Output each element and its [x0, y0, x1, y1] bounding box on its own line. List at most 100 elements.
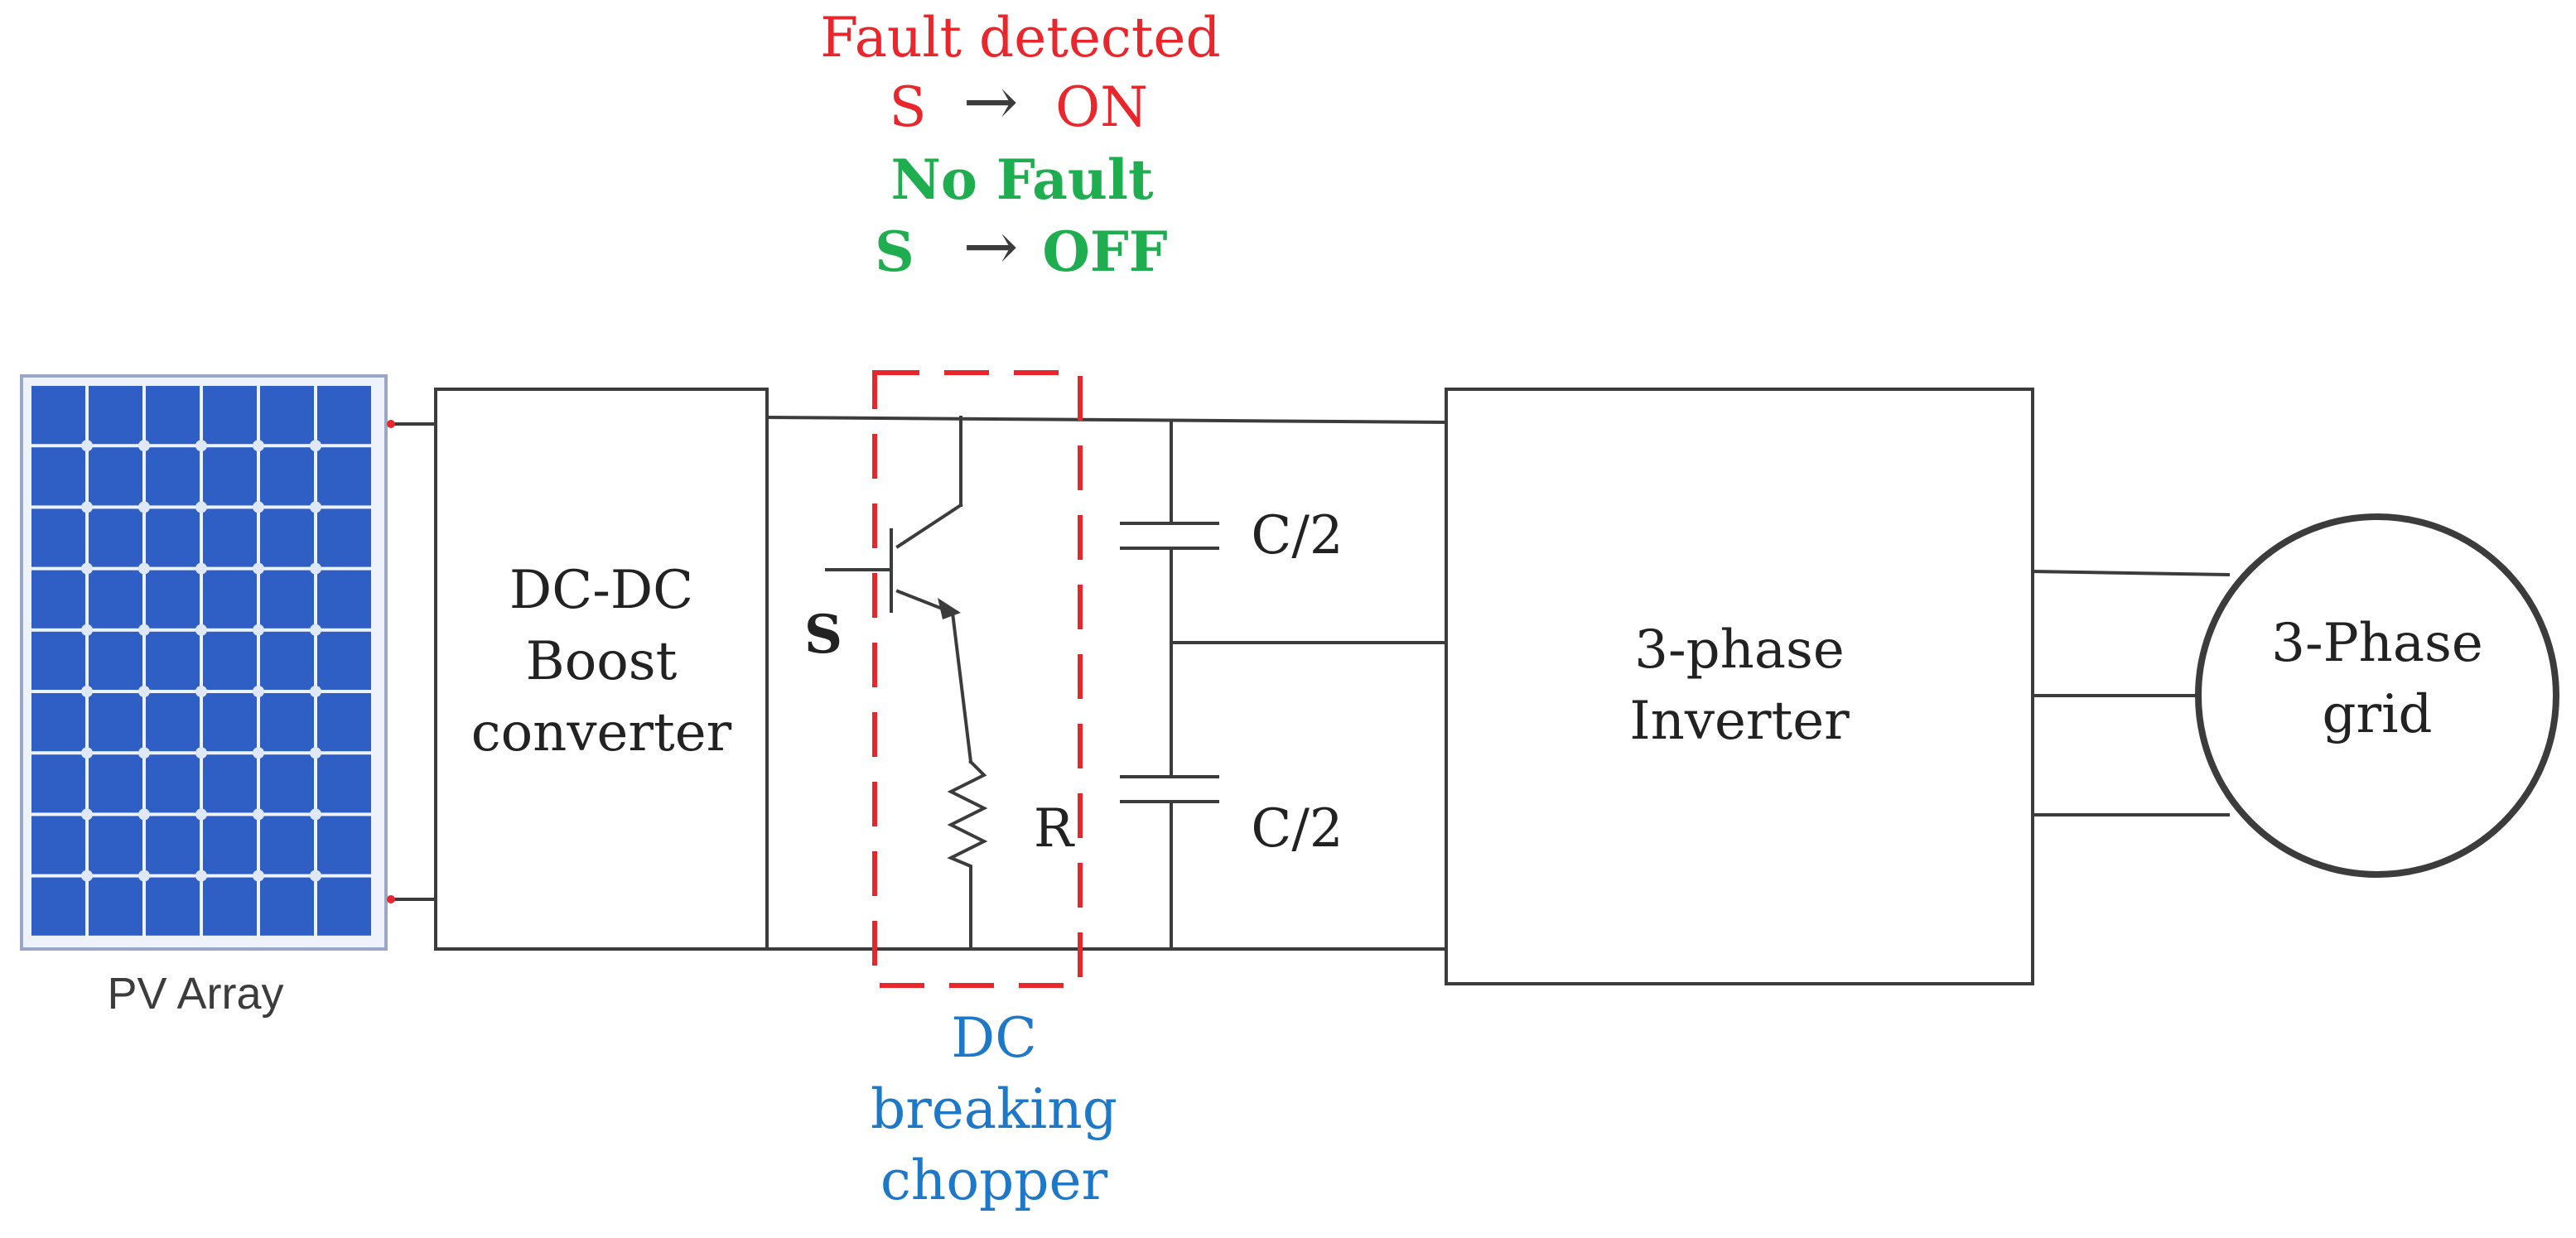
- pv-cell: [317, 386, 371, 445]
- pv-cell: [260, 386, 314, 445]
- inverter-label-line2: Inverter: [1629, 691, 1850, 752]
- pv-cell: [317, 508, 371, 567]
- pv-cell-joint: [310, 686, 321, 697]
- pv-cell: [89, 447, 142, 506]
- pv-cell: [31, 508, 85, 567]
- pv-cell: [203, 877, 257, 936]
- boost-label-line2: Boost: [526, 631, 678, 692]
- chopper-boundary: [872, 370, 1083, 988]
- nofault-switch-off: OFF: [1042, 219, 1167, 284]
- pv-cell: [146, 693, 200, 752]
- pv-cell: [31, 570, 85, 629]
- pv-cell-joint: [81, 562, 93, 575]
- fault-arrow: →: [962, 63, 1018, 140]
- pv-cell-joint: [253, 501, 264, 513]
- pv-cell-joint: [195, 686, 207, 697]
- grid-label-line1: 3-Phase: [2271, 613, 2483, 674]
- pv-cell: [31, 631, 85, 690]
- pv-cell-joint: [310, 501, 321, 513]
- cap-bottom-label: C/2: [1251, 798, 1343, 860]
- pv-cell-joint: [195, 747, 207, 759]
- pv-cell-joint: [81, 624, 93, 636]
- pv-cell-joint: [138, 562, 150, 575]
- chopper-switch-transistor: [825, 416, 973, 764]
- no-fault-label: No Fault: [891, 147, 1154, 212]
- pv-cell: [146, 508, 200, 567]
- pv-cell-joint: [253, 747, 264, 759]
- pv-cell-joint: [195, 501, 207, 513]
- pv-cell: [317, 631, 371, 690]
- pv-cell: [260, 693, 314, 752]
- pv-cell-joint: [81, 808, 93, 821]
- pv-cell: [260, 816, 314, 874]
- pv-cell: [31, 447, 85, 506]
- pv-cell-joint: [81, 501, 93, 513]
- braking-resistor: [947, 759, 988, 951]
- chopper-caption-line1: DC: [951, 1006, 1036, 1070]
- pv-cell-joint: [138, 686, 150, 697]
- pv-cell: [317, 570, 371, 629]
- boost-label-line1: DC-DC: [509, 560, 693, 621]
- pv-cell-joint: [253, 808, 264, 821]
- pv-cell: [317, 816, 371, 874]
- pv-cell-joint: [253, 440, 264, 452]
- grid-label-line2: grid: [2323, 684, 2433, 745]
- pv-cell: [31, 877, 85, 936]
- pv-cell-joint: [81, 686, 93, 697]
- pv-cell-joint: [310, 562, 321, 575]
- pv-cell: [260, 754, 314, 813]
- nofault-arrow: →: [962, 208, 1018, 285]
- pv-cell-joint: [310, 624, 321, 636]
- pv-cell-joint: [138, 501, 150, 513]
- pv-cell: [203, 570, 257, 629]
- pv-cell-joint: [195, 562, 207, 575]
- dc-link-top-rail: [765, 415, 1452, 425]
- pv-cell-joint: [195, 440, 207, 452]
- nofault-switch-s: S: [875, 219, 914, 284]
- pv-cell-joint: [81, 869, 93, 882]
- pv-array-label: PV Array: [107, 969, 283, 1019]
- pv-cell: [89, 570, 142, 629]
- pv-cell: [89, 754, 142, 813]
- status-annotation: Fault detected S → ON No Fault S → OFF: [820, 6, 1220, 285]
- pv-cell: [146, 816, 200, 874]
- pv-cell: [203, 508, 257, 567]
- pv-cell-joint: [195, 808, 207, 821]
- pv-cell-joint: [310, 440, 321, 452]
- boost-label-line3: converter: [471, 702, 732, 764]
- pv-cell-joint: [138, 869, 150, 882]
- pv-cell: [89, 386, 142, 445]
- pv-cell-joint: [138, 808, 150, 821]
- pv-cell: [260, 877, 314, 936]
- pv-cell-joint: [253, 869, 264, 882]
- pv-cell: [203, 386, 257, 445]
- pv-cell-joint: [253, 562, 264, 575]
- pv-cell: [260, 447, 314, 506]
- pv-cell-joint: [253, 686, 264, 697]
- pv-cell: [146, 877, 200, 936]
- chopper-caption-line3: chopper: [880, 1149, 1108, 1212]
- pv-cell: [89, 877, 142, 936]
- boost-converter-block: [434, 388, 769, 951]
- pv-cell: [146, 386, 200, 445]
- inverter-block: [1445, 388, 2034, 985]
- pv-cell: [31, 816, 85, 874]
- resistor-label: R: [1034, 798, 1075, 860]
- switch-label: S: [804, 604, 842, 666]
- dc-link-capacitor-top: [1120, 421, 1219, 644]
- pv-cell: [317, 877, 371, 936]
- pv-cell: [89, 631, 142, 690]
- pv-cell: [260, 570, 314, 629]
- pv-cell-joint: [310, 869, 321, 882]
- pv-cell: [146, 570, 200, 629]
- fault-switch-s: S: [889, 75, 926, 139]
- pv-cell-joint: [81, 440, 93, 452]
- pv-cell: [203, 693, 257, 752]
- pv-cell-joint: [253, 624, 264, 636]
- pv-cell: [317, 447, 371, 506]
- pv-cell-joint: [195, 624, 207, 636]
- pv-cell-joint: [310, 808, 321, 821]
- pv-cell: [317, 754, 371, 813]
- pv-cell-joint: [138, 624, 150, 636]
